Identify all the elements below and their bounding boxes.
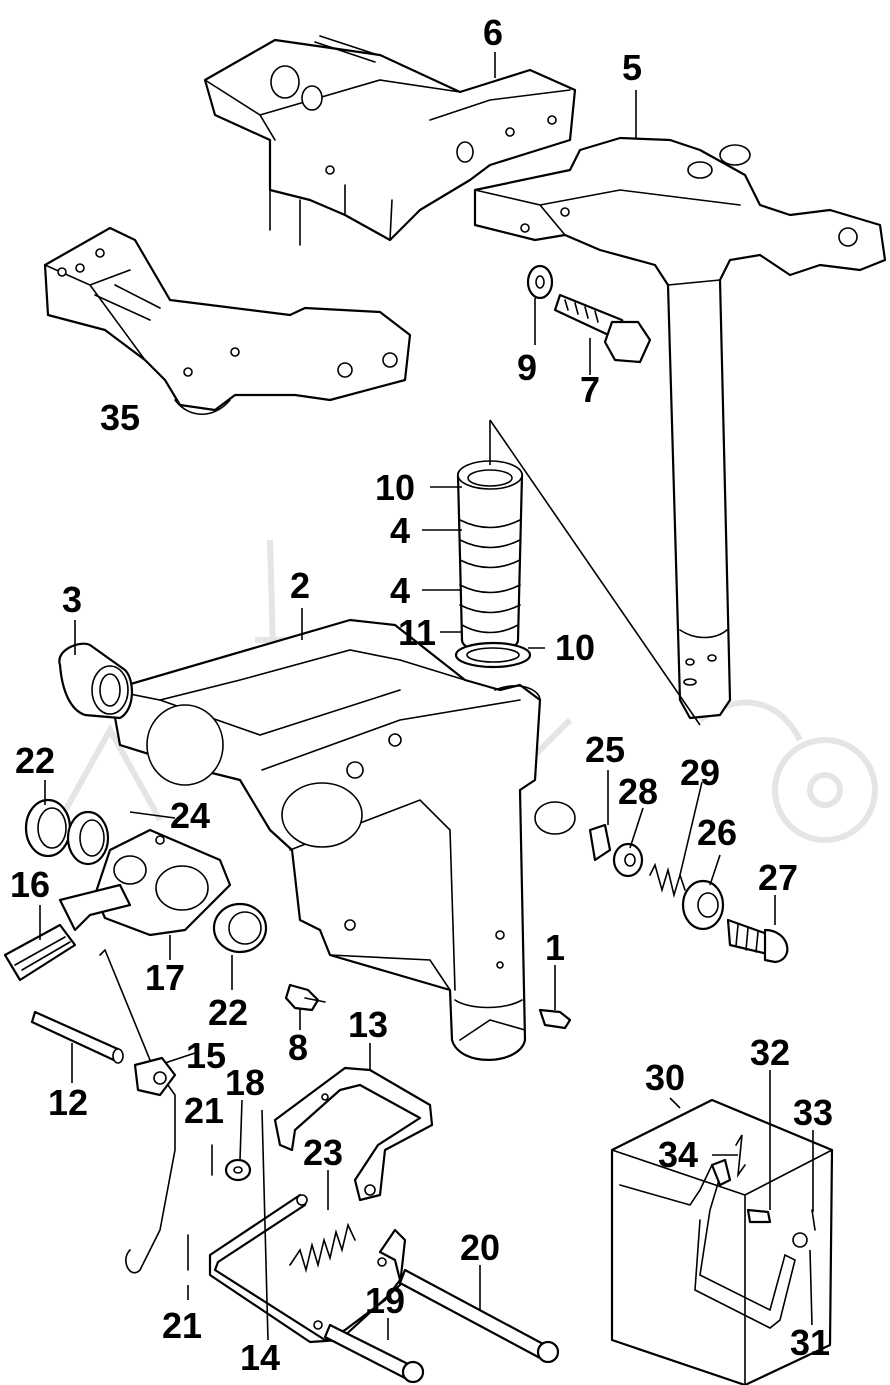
callout-6: 6 [483, 12, 503, 53]
callout-21-lower: 21 [162, 1305, 202, 1346]
part-18-washer [224, 1158, 252, 1182]
part-3-bushing [58, 642, 133, 720]
part-23-spring [289, 1222, 356, 1274]
callout-29: 29 [680, 752, 720, 793]
callout-35: 35 [100, 397, 140, 438]
callout-28: 28 [618, 771, 658, 812]
part-26-bushing [681, 879, 725, 931]
callout-21-upper: 21 [184, 1090, 224, 1131]
callout-8: 8 [288, 1027, 308, 1068]
part-22-upper-bushing [24, 798, 72, 858]
callout-3: 3 [62, 579, 82, 620]
part-24-ring [66, 810, 110, 866]
callout-33: 33 [793, 1092, 833, 1133]
part-12-pin [30, 1010, 124, 1064]
callout-15: 15 [186, 1035, 226, 1076]
callout-16: 16 [10, 864, 50, 905]
part-16-grip-pad [3, 883, 132, 982]
part-7-bolt [553, 293, 652, 364]
callout-25: 25 [585, 729, 625, 770]
callout-4-upper: 4 [390, 510, 410, 551]
callout-5: 5 [622, 47, 642, 88]
callout-4-lower: 4 [390, 570, 410, 611]
part-bushing-stack [454, 460, 532, 669]
part-2-swivel-bracket [108, 618, 576, 1061]
callout-23: 23 [303, 1132, 343, 1173]
part-20-shaft-pin [398, 1268, 560, 1364]
callout-17: 17 [145, 957, 185, 998]
callout-10-bottom: 10 [555, 627, 595, 668]
part-25-shim [588, 823, 612, 862]
callout-20: 20 [460, 1227, 500, 1268]
callout-13: 13 [348, 1004, 388, 1045]
callout-27: 27 [758, 857, 798, 898]
part-35-lower-bracket [43, 226, 412, 415]
callout-22-lower: 22 [208, 992, 248, 1033]
part-5-swivel-shaft [473, 136, 887, 720]
part-22-lower-bushing [212, 902, 268, 954]
callout-34: 34 [658, 1134, 698, 1175]
part-6-upper-bracket [203, 35, 577, 246]
part-15-lock-rod [99, 948, 177, 1274]
callout-12: 12 [48, 1082, 88, 1123]
callout-labels: 6 5 9 7 35 10 4 4 11 10 2 3 22 24 25 28 … [10, 12, 833, 1378]
callout-1: 1 [545, 927, 565, 968]
callout-2: 2 [290, 565, 310, 606]
callout-31: 31 [790, 1322, 830, 1363]
part-19-pin [323, 1323, 425, 1384]
callout-14: 14 [240, 1337, 280, 1378]
callout-7: 7 [580, 369, 600, 410]
assembly-guide-line [489, 419, 701, 726]
callout-10-top: 10 [375, 467, 415, 508]
callout-26: 26 [697, 812, 737, 853]
part-27-bolt [726, 918, 789, 964]
part-17-clamp-plate [93, 828, 232, 937]
part-28-washer [612, 842, 644, 878]
callout-leaders [39, 52, 814, 1341]
callout-11: 11 [398, 612, 436, 653]
part-1-grease-fitting [538, 1008, 572, 1030]
callout-19: 19 [365, 1280, 405, 1321]
part-13-lever-bracket [273, 1066, 434, 1202]
part-29-spring [649, 862, 686, 899]
callout-18: 18 [225, 1062, 265, 1103]
callout-32: 32 [750, 1032, 790, 1073]
callout-9: 9 [517, 347, 537, 388]
callout-30: 30 [645, 1057, 685, 1098]
part-8-bolt [284, 983, 326, 1012]
callout-22-upper: 22 [15, 740, 55, 781]
part-30-kit-box [610, 1098, 834, 1385]
part-9-washer [526, 264, 554, 300]
callout-24: 24 [170, 795, 210, 836]
